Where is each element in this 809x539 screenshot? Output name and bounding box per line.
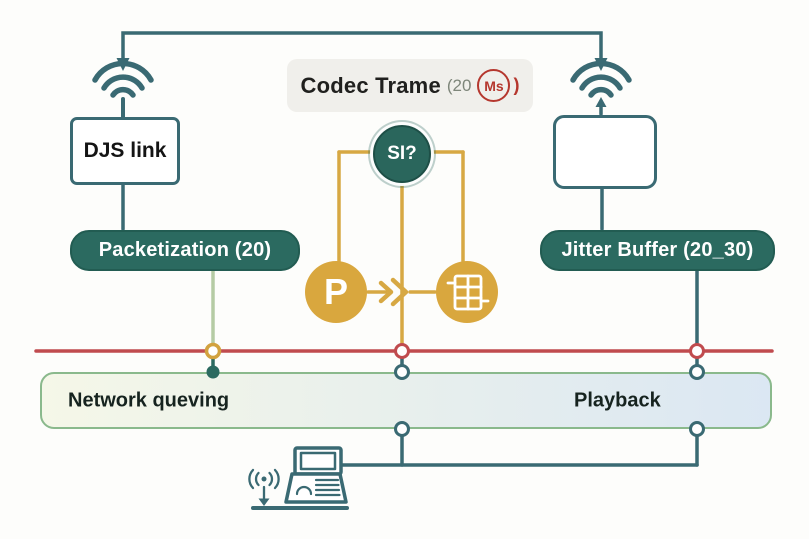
arrow-down-left-icon bbox=[116, 58, 130, 71]
codec-frame-header: Codec Trame (20 Ms ) bbox=[287, 59, 533, 112]
jitter-buffer-label: Jitter Buffer (20_30) bbox=[561, 239, 754, 261]
network-queuing-label: Network queving bbox=[68, 389, 230, 411]
djs-link-label: DJS link bbox=[83, 139, 167, 162]
arrow-up-icon bbox=[595, 97, 607, 107]
codec-frame-close-paren: ) bbox=[513, 75, 520, 95]
p-coin-letter: P bbox=[324, 271, 348, 312]
sip-label: SI? bbox=[387, 143, 417, 164]
top-connector bbox=[121, 31, 603, 62]
playback-label: Playback bbox=[574, 389, 661, 411]
jitter-clock-box bbox=[553, 115, 657, 189]
signal-icon bbox=[248, 468, 280, 501]
packetization-badge: Packetization (20) bbox=[70, 230, 300, 271]
codec-frame-title: Codec Trame bbox=[300, 72, 441, 98]
laptop-icon bbox=[284, 446, 348, 504]
ms-unit-circle: Ms bbox=[477, 69, 511, 102]
sip-circle: SI? bbox=[373, 125, 431, 183]
pipeline-band: Network queving Playback bbox=[40, 372, 772, 429]
signal-arrow-head bbox=[258, 498, 270, 506]
packet-grid-icon bbox=[436, 261, 498, 323]
djs-link-box: DJS link bbox=[70, 117, 180, 185]
wifi-icon-left bbox=[92, 60, 154, 120]
flow-arrow-icon bbox=[378, 277, 409, 307]
wifi-icon-right bbox=[570, 60, 632, 116]
jitter-buffer-badge: Jitter Buffer (20_30) bbox=[540, 230, 775, 271]
arrow-down-right-icon bbox=[594, 58, 608, 71]
codec-frame-value: (20 bbox=[446, 75, 472, 95]
p-coin-icon: P bbox=[305, 261, 367, 323]
packetization-label: Packetization (20) bbox=[98, 239, 272, 261]
